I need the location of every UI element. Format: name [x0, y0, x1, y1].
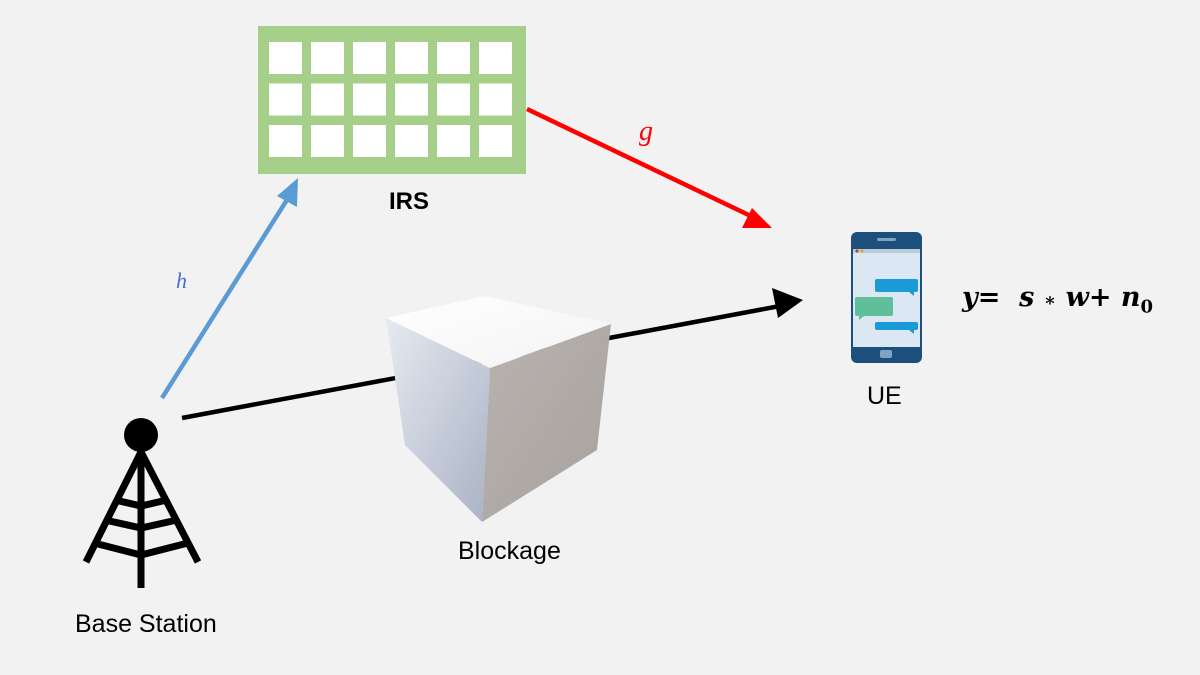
eq-n: n: [1120, 282, 1141, 313]
eq-multiply: ∗: [1043, 290, 1057, 311]
eq-subscript: 0: [1140, 296, 1154, 318]
irs-element: [395, 42, 428, 74]
irs-element: [353, 125, 386, 157]
irs-element: [479, 42, 512, 74]
eq-s: s: [1019, 282, 1035, 313]
irs-label: IRS: [389, 188, 430, 215]
irs-element: [353, 83, 386, 116]
base-station-label: Base Station: [75, 610, 217, 638]
h-link-label: h: [176, 268, 187, 293]
g-link-label: g: [639, 116, 653, 147]
irs-element: [479, 83, 512, 116]
eq-y: y: [962, 282, 978, 313]
irs-element: [311, 83, 344, 116]
irs-element: [437, 42, 470, 74]
ue-phone-icon: [851, 232, 922, 363]
irs-element: [437, 125, 470, 157]
ue-label: UE: [867, 382, 902, 410]
base-station-icon: [82, 418, 202, 588]
irs-element: [437, 83, 470, 116]
irs-element: [311, 125, 344, 157]
irs-panel: [258, 26, 526, 174]
eq-equals: =: [977, 282, 1001, 313]
irs-element: [269, 125, 302, 157]
h-link-arrow: [160, 178, 298, 400]
irs-element: [269, 42, 302, 74]
irs-element: [311, 42, 344, 74]
blockage-label: Blockage: [458, 537, 561, 565]
g-link-arrow: [526, 106, 772, 228]
received-signal-equation: y= s ∗ w+ n0: [962, 282, 1153, 317]
irs-element: [395, 125, 428, 157]
irs-element: [269, 83, 302, 116]
irs-element: [395, 83, 428, 116]
eq-w: w: [1065, 282, 1089, 313]
eq-plus: +: [1088, 282, 1112, 313]
irs-element: [353, 42, 386, 74]
irs-element: [479, 125, 512, 157]
blockage-cube: [386, 296, 611, 522]
